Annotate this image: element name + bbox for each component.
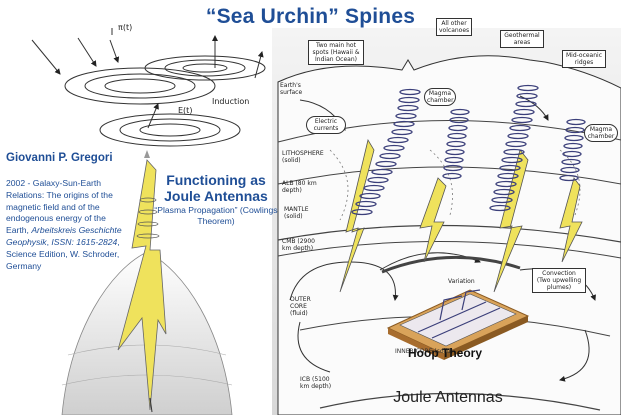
- bottom-symbol: E(t): [178, 106, 192, 115]
- volcanoes-box: All other volcanoes: [436, 18, 472, 36]
- reference-issn: ISSN: 1615-2824: [51, 237, 117, 247]
- outer-core-label: OUTER CORE (fluid): [290, 296, 324, 317]
- plasma-propagation-note: “Plasma Propagation” (Cowlings Theorem): [150, 205, 282, 227]
- icb-label: ICB (5100 km depth): [300, 376, 340, 390]
- functioning-heading: Functioning as Joule Antennas: [150, 172, 282, 204]
- author-name: Giovanni P. Gregori: [6, 152, 113, 164]
- convection-box: Convection (Two upwelling plumes): [532, 268, 586, 293]
- hoop-theory-label: Hoop Theory: [380, 346, 510, 360]
- earth-surface-label: Earth's surface: [280, 82, 314, 96]
- joule-antennas-caption: Joule Antennas: [373, 389, 523, 407]
- reference-text: 2002 - Galaxy-Sun-Earth Relations: The o…: [6, 178, 130, 272]
- induction-sketch: [32, 28, 265, 146]
- induction-label: Induction: [212, 97, 249, 106]
- electric-currents-box: Electric currents: [306, 116, 346, 134]
- mid-ocean-box: Mid-oceanic ridges: [562, 50, 606, 68]
- cmb-label: CMB (2900 km depth): [282, 238, 322, 252]
- magma-chamber-right-box: Magma chamber: [584, 124, 618, 142]
- page-title: “Sea Urchin” Spines: [0, 5, 621, 29]
- geothermal-box: Geothermal areas: [500, 30, 544, 48]
- lithosphere-label: LITHOSPHERE (solid): [282, 150, 322, 164]
- variation-label: Variation: [448, 278, 488, 285]
- magma-chamber-box: Magma chamber: [424, 88, 456, 106]
- mantle-label: MANTLE (solid): [284, 206, 318, 220]
- alb-label: ALB (80 km depth): [282, 180, 322, 194]
- hot-spots-box: Two main hot spots (Hawaii & Indian Ocea…: [308, 40, 364, 65]
